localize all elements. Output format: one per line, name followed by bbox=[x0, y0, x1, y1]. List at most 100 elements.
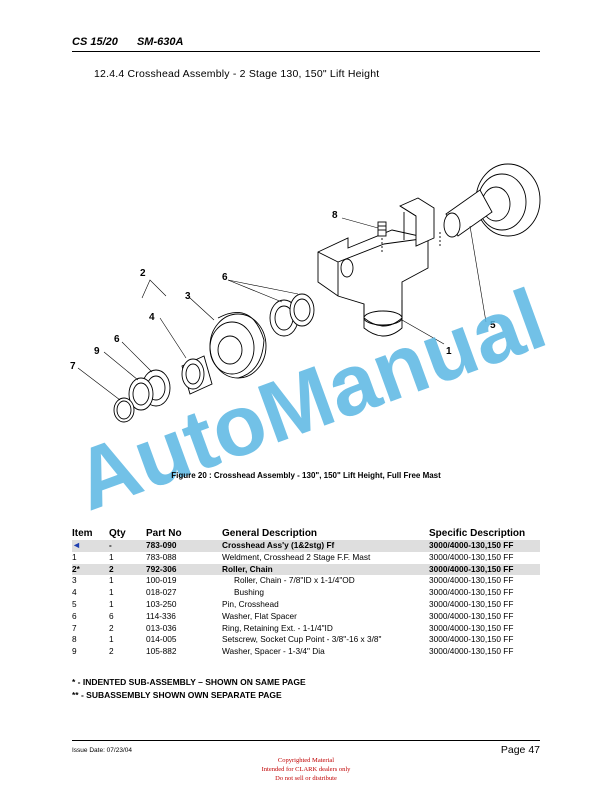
table-row: 9 2 105-882 Washer, Spacer - 1-3/4" Dia … bbox=[72, 646, 540, 658]
table-row: 4 1 018-027 Bushing 3000/4000-130,150 FF bbox=[72, 587, 540, 599]
table-row: 1 1 783-088 Weldment, Crosshead 2 Stage … bbox=[72, 552, 540, 564]
table-row: 7 2 013-036 Ring, Retaining Ext. - 1-1/4… bbox=[72, 623, 540, 635]
cell-item: 1 bbox=[72, 551, 77, 562]
table-row: 6 6 114-336 Washer, Flat Spacer 3000/400… bbox=[72, 611, 540, 623]
cell-item: 7 bbox=[72, 622, 77, 633]
setscrew bbox=[377, 221, 387, 252]
callout-5: 5 bbox=[490, 320, 496, 331]
chain-roller bbox=[209, 311, 267, 379]
header-model: CS 15/20 bbox=[72, 36, 118, 48]
cell-qty: 6 bbox=[109, 610, 114, 621]
notes: * - INDENTED SUB-ASSEMBLY – SHOWN ON SAM… bbox=[72, 676, 306, 702]
washers bbox=[113, 293, 315, 423]
leader-lines bbox=[77, 217, 487, 401]
cell-desc: Washer, Spacer - 1-3/4" Dia bbox=[222, 646, 325, 657]
header-specific: Specific Description bbox=[429, 528, 526, 539]
issue-date: Issue Date: 07/23/04 bbox=[72, 747, 132, 754]
cell-desc: Washer, Flat Spacer bbox=[222, 610, 297, 621]
cell-spec: 3000/4000-130,150 FF bbox=[429, 622, 514, 633]
table-row: 8 1 014-005 Setscrew, Socket Cup Point -… bbox=[72, 634, 540, 646]
cell-spec: 3000/4000-130,150 FF bbox=[429, 540, 540, 552]
table-row: 2* 2 792-306 Roller, Chain 3000/4000-130… bbox=[72, 563, 540, 576]
cell-desc: Bushing bbox=[222, 587, 429, 599]
page-number: Page 47 bbox=[500, 744, 540, 756]
cell-qty: 1 bbox=[109, 634, 114, 645]
cell-desc: Roller, Chain - 7/8"ID x 1-1/4"OD bbox=[222, 575, 429, 587]
page-footer: Issue Date: 07/23/04 Page 47 bbox=[72, 740, 540, 756]
bushing bbox=[181, 355, 213, 395]
cell-spec: 3000/4000-130,150 FF bbox=[429, 634, 514, 645]
table-header-row: Item Qty Part No General Description Spe… bbox=[72, 528, 540, 540]
exploded-diagram: 8 2 6 3 4 5 6 9 1 7 bbox=[70, 163, 541, 423]
note-subassembly: ** - SUBASSEMBLY SHOWN OWN SEPARATE PAGE bbox=[72, 690, 282, 700]
cell-spec: 3000/4000-130,150 FF bbox=[429, 646, 514, 657]
cell-part: 100-019 bbox=[146, 575, 177, 586]
cell-spec: 3000/4000-130,150 FF bbox=[429, 563, 540, 576]
callout-3: 3 bbox=[185, 291, 191, 302]
header-manual: SM-630A bbox=[136, 36, 184, 48]
cell-part: 783-090 bbox=[146, 540, 222, 552]
cell-part: 783-088 bbox=[146, 551, 177, 562]
callout-7: 7 bbox=[70, 361, 76, 372]
table-row: 3 1 100-019 Roller, Chain - 7/8"ID x 1-1… bbox=[72, 575, 540, 587]
cell-qty: 2 bbox=[109, 622, 114, 633]
cell-item: 2* bbox=[72, 563, 109, 576]
cell-item: 3 bbox=[72, 575, 77, 586]
callout-4: 4 bbox=[149, 312, 155, 323]
cell-item: 8 bbox=[72, 634, 77, 645]
crosshead-pin-roller bbox=[439, 163, 541, 248]
header-qty: Qty bbox=[109, 528, 126, 539]
callout-6-upper: 6 bbox=[222, 272, 228, 283]
cell-qty: 1 bbox=[109, 575, 114, 586]
callout-2: 2 bbox=[140, 268, 146, 279]
callout-1: 1 bbox=[446, 346, 452, 357]
header-part: Part No bbox=[146, 528, 182, 539]
table-row: ◄ - 783-090 Crosshead Ass'y (1&2stg) Ff … bbox=[72, 540, 540, 552]
table-row: 5 1 103-250 Pin, Crosshead 3000/4000-130… bbox=[72, 599, 540, 611]
arrow-left-icon: ◄ bbox=[72, 540, 81, 550]
cell-desc: Setscrew, Socket Cup Point - 3/8"-16 x 3… bbox=[222, 634, 382, 645]
callout-8: 8 bbox=[332, 210, 338, 221]
cell-desc: Crosshead Ass'y (1&2stg) Ff bbox=[222, 540, 429, 552]
cell-part: 014-005 bbox=[146, 634, 177, 645]
cell-item: 4 bbox=[72, 587, 77, 598]
cell-part: 103-250 bbox=[146, 598, 177, 609]
cell-item: 9 bbox=[72, 646, 77, 657]
crosshead-weldment bbox=[317, 197, 435, 337]
cell-qty: 1 bbox=[109, 598, 114, 609]
cell-qty: 1 bbox=[109, 551, 114, 562]
cell-item: ◄ bbox=[72, 540, 109, 552]
cell-spec: 3000/4000-130,150 FF bbox=[429, 598, 514, 609]
copyright-line-3: Do not sell or distribute bbox=[275, 775, 337, 782]
cell-part: 114-336 bbox=[146, 610, 176, 621]
header-general: General Description bbox=[222, 528, 318, 539]
copyright-line-2: Intended for CLARK dealers only bbox=[261, 766, 351, 773]
cell-spec: 3000/4000-130,150 FF bbox=[429, 551, 514, 562]
cell-part: 013-036 bbox=[146, 622, 177, 633]
note-indented: * - INDENTED SUB-ASSEMBLY – SHOWN ON SAM… bbox=[72, 677, 306, 687]
section-title: 12.4.4 Crosshead Assembly - 2 Stage 130,… bbox=[94, 68, 380, 80]
indented-desc: Bushing bbox=[234, 587, 264, 598]
cell-item: 5 bbox=[72, 598, 77, 609]
cell-part: 018-027 bbox=[146, 587, 177, 598]
cell-desc: Weldment, Crosshead 2 Stage F.F. Mast bbox=[222, 551, 371, 562]
cell-qty: 2 bbox=[109, 646, 114, 657]
cell-desc: Pin, Crosshead bbox=[222, 598, 279, 609]
cell-item: 6 bbox=[72, 610, 77, 621]
callout-9: 9 bbox=[94, 346, 100, 357]
callout-6-lower: 6 bbox=[114, 334, 120, 345]
figure-caption: Figure 20 : Crosshead Assembly - 130", 1… bbox=[171, 471, 441, 480]
cell-qty: 1 bbox=[109, 587, 114, 598]
cell-spec: 3000/4000-130,150 FF bbox=[429, 575, 514, 586]
cell-part: 792-306 bbox=[146, 563, 222, 576]
indented-desc: Roller, Chain - 7/8"ID x 1-1/4"OD bbox=[234, 575, 355, 586]
cell-qty: - bbox=[109, 540, 146, 552]
parts-table: Item Qty Part No General Description Spe… bbox=[72, 528, 540, 658]
cell-spec: 3000/4000-130,150 FF bbox=[429, 587, 514, 598]
page-header: CS 15/20 SM-630A bbox=[72, 36, 540, 52]
cell-spec: 3000/4000-130,150 FF bbox=[429, 610, 514, 621]
header-item: Item bbox=[72, 528, 93, 539]
copyright-line-1: Copyrighted Material bbox=[277, 757, 335, 764]
cell-qty: 2 bbox=[109, 563, 146, 576]
cell-desc: Roller, Chain bbox=[222, 563, 429, 576]
